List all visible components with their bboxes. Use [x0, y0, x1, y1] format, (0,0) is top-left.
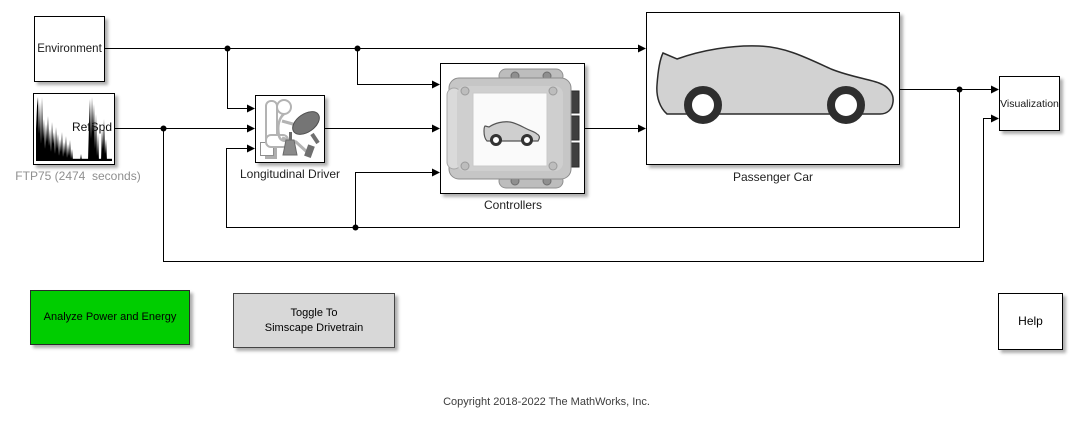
wire-feedback-to-controllers: [355, 172, 432, 228]
arrowhead: [432, 124, 440, 133]
arrowhead: [247, 144, 255, 153]
mini-car-icon: [483, 121, 540, 146]
toggle-button-line2: Simscape Drivetrain: [264, 321, 364, 334]
wire-junction-dot: [354, 45, 361, 52]
arrowhead: [638, 44, 646, 53]
toggle-simscape-button[interactable]: Toggle To Simscape Drivetrain: [233, 293, 395, 348]
environment-label: Environment: [37, 43, 102, 55]
wire-junction-dot: [224, 45, 231, 52]
drive-cycle-waveform-icon: [36, 97, 112, 161]
ecu-icon: [446, 68, 580, 189]
wire-junction-dot: [160, 125, 167, 132]
drive-cycle-block[interactable]: RefSpd: [33, 93, 115, 165]
arrowhead: [247, 124, 255, 133]
help-button[interactable]: Help: [998, 293, 1063, 350]
visualization-label: Visualization: [1000, 97, 1059, 110]
analyze-power-button[interactable]: Analyze Power and Energy: [30, 290, 190, 345]
wire-junction-dot: [956, 86, 963, 93]
toggle-button-line1: Toggle To: [290, 306, 338, 319]
drive-cycle-name: FTP75 (2474 seconds): [15, 169, 141, 183]
passenger-car-block[interactable]: [646, 12, 900, 165]
arrowhead: [991, 114, 999, 123]
rear-wheel: [684, 86, 722, 124]
front-wheel: [827, 86, 865, 124]
driver-icon: [260, 99, 320, 159]
wire-environment-to-controllers: [357, 48, 432, 85]
longitudinal-driver-block[interactable]: [255, 95, 325, 163]
controllers-label: Controllers: [483, 198, 543, 212]
arrowhead: [432, 168, 440, 177]
copyright-text: Copyright 2018-2022 The MathWorks, Inc.: [443, 396, 650, 408]
wire-arrowheads: [160, 44, 999, 231]
longitudinal-driver-label: Longitudinal Driver: [239, 167, 341, 181]
arrowhead: [247, 104, 255, 113]
wire-segments: [105, 48, 991, 262]
arrowhead: [638, 124, 646, 133]
wire-refspd-to-visualization: [163, 118, 991, 262]
arrowhead: [991, 85, 999, 94]
visualization-block[interactable]: Visualization: [999, 76, 1060, 131]
analyze-power-button-label: Analyze Power and Energy: [43, 311, 177, 324]
passenger-car-label: Passenger Car: [732, 170, 814, 184]
controllers-block[interactable]: [440, 63, 585, 194]
wire-feedback-to-driver: [226, 89, 960, 228]
environment-block[interactable]: Environment: [34, 16, 105, 82]
wire-junction-dot: [352, 224, 359, 231]
wire-environment-to-driver: [227, 48, 247, 109]
car-icon: [656, 45, 894, 124]
refspd-port-label: RefSpd: [71, 120, 112, 134]
arrowhead: [432, 80, 440, 89]
help-button-label: Help: [1018, 314, 1043, 329]
